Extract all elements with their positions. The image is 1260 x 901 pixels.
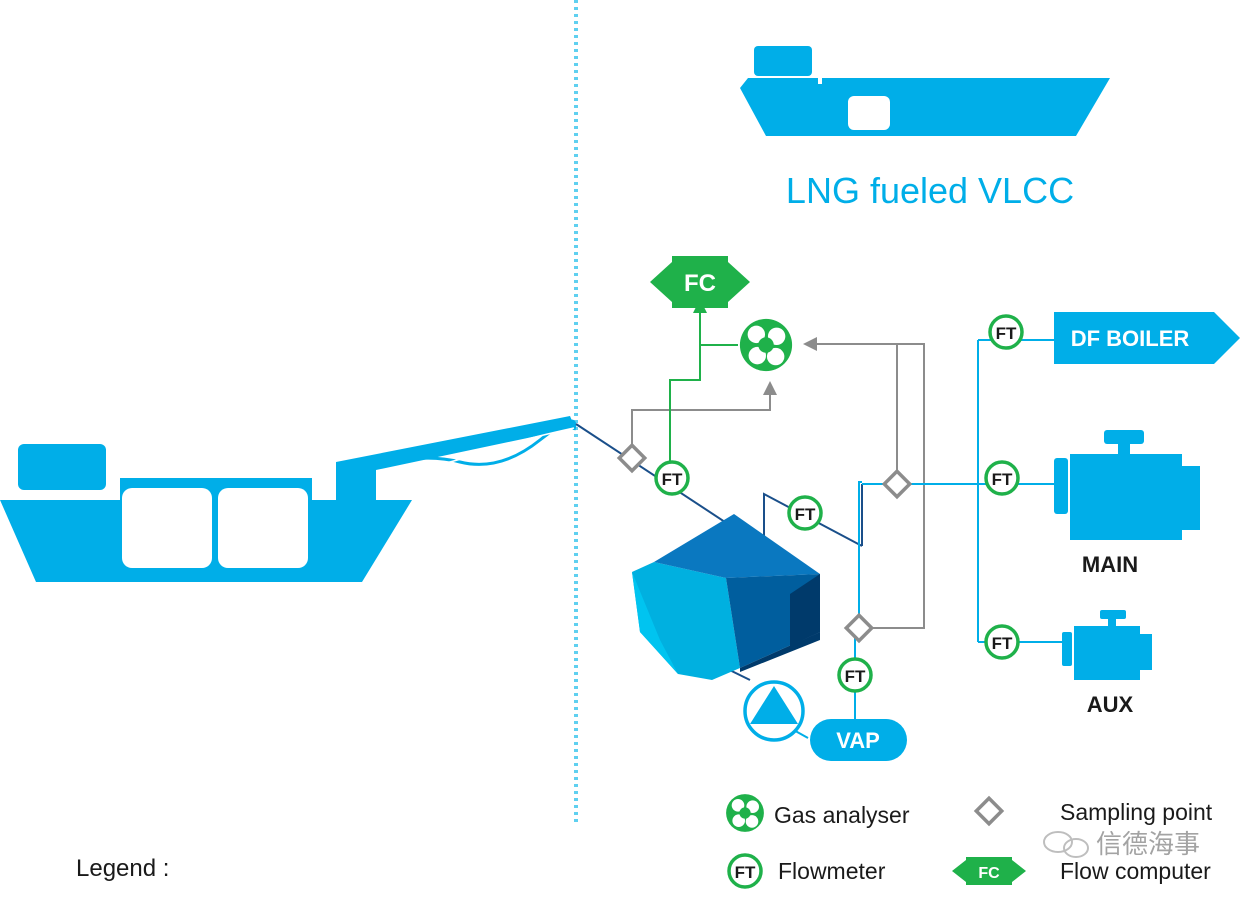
svg-text:FT: FT <box>735 863 756 882</box>
legend-flowmeter-icon: FT <box>727 853 763 889</box>
watermark: 信德海事 <box>1043 829 1200 859</box>
vlcc-ship-icon <box>740 46 1110 136</box>
legend-flowmeter-label: Flowmeter <box>778 858 886 884</box>
gas-analyser-icon <box>739 318 793 372</box>
vap-label: VAP <box>836 728 880 753</box>
lng-fuel-tank <box>632 514 820 680</box>
main-engine-icon <box>1054 430 1200 540</box>
aux-engine-icon <box>1062 610 1152 680</box>
sampling-lines <box>631 337 925 629</box>
svg-text:FT: FT <box>662 470 683 489</box>
svg-text:FT: FT <box>845 667 866 686</box>
vaporizer: VAP <box>810 719 907 761</box>
legend: Legend : Gas analyser Sampling point FT … <box>76 794 1213 889</box>
diagram-title: LNG fueled VLCC <box>786 170 1074 211</box>
svg-text:FT: FT <box>992 634 1013 653</box>
signal-lines <box>669 299 738 462</box>
sampling-point-3 <box>843 612 875 644</box>
watermark-text: 信德海事 <box>1096 829 1200 859</box>
flowmeter-aux: FT <box>984 624 1020 660</box>
svg-text:FT: FT <box>996 324 1017 343</box>
sampling-points <box>616 442 913 644</box>
df-boiler: DF BOILER <box>1054 312 1240 364</box>
bunker-vessel <box>0 416 577 582</box>
legend-flow-computer-label: Flow computer <box>1060 858 1211 884</box>
flowmeter-tank-return: FT <box>787 495 823 531</box>
legend-heading: Legend : <box>76 855 169 882</box>
flow-computer: FC <box>650 256 750 308</box>
legend-flow-computer-icon: FC <box>952 857 1026 885</box>
flowmeter-boiler: FT <box>988 314 1024 350</box>
fc-label: FC <box>684 270 716 297</box>
legend-sampling-point-label: Sampling point <box>1060 799 1213 825</box>
aux-engine-label: AUX <box>1087 692 1134 717</box>
svg-text:FC: FC <box>978 865 1000 882</box>
flowmeter-bunker: FT <box>654 460 690 496</box>
legend-sampling-point-icon <box>973 795 1005 827</box>
fuel-pipes <box>789 339 1062 739</box>
main-engine-label: MAIN <box>1082 552 1138 577</box>
legend-gas-analyser-label: Gas analyser <box>774 802 910 828</box>
pump-icon <box>743 680 805 742</box>
sampling-point-1 <box>616 442 648 474</box>
svg-text:FT: FT <box>992 470 1013 489</box>
flowmeter-main: FT <box>984 460 1020 496</box>
flowmeter-vaporizer: FT <box>837 657 873 693</box>
df-boiler-label: DF BOILER <box>1071 326 1190 351</box>
legend-gas-analyser-icon <box>726 794 764 832</box>
svg-text:FT: FT <box>795 505 816 524</box>
sampling-point-2 <box>881 468 913 500</box>
